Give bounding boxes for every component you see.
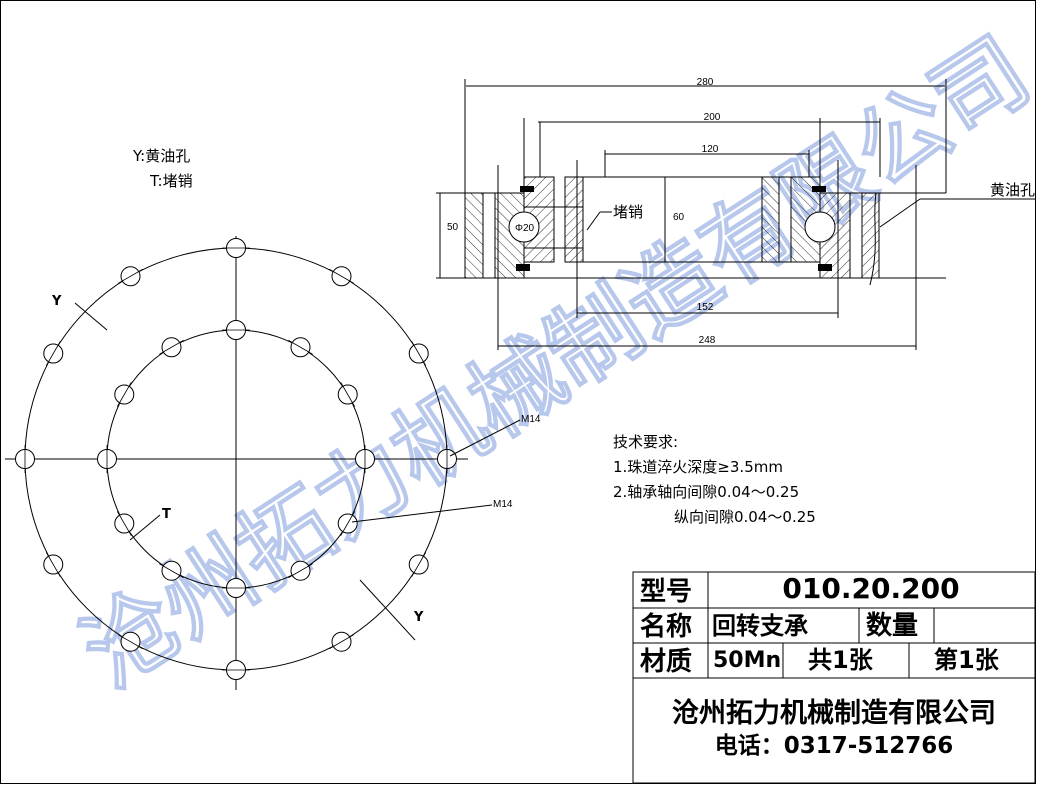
model-label: 型号: [640, 577, 692, 607]
tech-line: 纵向间隙0.04～0.25: [674, 508, 816, 526]
dim-120: 120: [702, 144, 719, 155]
ball-right: [804, 211, 836, 243]
t-leader-line: [129, 514, 161, 541]
hole-center-mark: [340, 382, 356, 407]
quantity-label: 数量: [866, 611, 918, 641]
company-phone: 电话：0317-512766: [715, 733, 954, 759]
hole-center-mark: [159, 563, 184, 579]
section-view: 280 200 120 152 248 50 60 Φ20: [436, 77, 1036, 350]
ball-diameter: Φ20: [515, 223, 535, 234]
dim-248: 248: [699, 335, 716, 346]
legend-grease-hole: Y:黄油孔: [132, 147, 190, 165]
hole-center-mark: [159, 339, 184, 355]
hole-center-mark: [118, 268, 143, 284]
material-value: 50Mn: [713, 648, 781, 673]
hole-center-mark: [288, 563, 313, 579]
sheet-number: 第1张: [934, 646, 1000, 674]
legend-plug: T:堵销: [149, 172, 193, 190]
hole-center-mark: [116, 511, 132, 536]
thread-label: M14: [493, 499, 513, 510]
label-t: T: [162, 507, 171, 522]
plan-view: Y T Y M14 M14: [5, 236, 541, 690]
hole-center-mark: [329, 634, 354, 650]
label-y: Y: [51, 294, 62, 309]
thread-label: M14: [521, 414, 541, 425]
plug-label: 堵销: [613, 203, 643, 221]
technical-requirements: 技术要求: 1.珠道淬火深度≥3.5mm 2.轴承轴向间隙0.04～0.25 纵…: [613, 433, 816, 526]
dim-280: 280: [697, 77, 714, 88]
title-block: 型号 010.20.200 名称 回转支承 数量 材质 50Mn 共1张 第1张…: [632, 571, 1036, 784]
name-value: 回转支承: [712, 612, 808, 640]
tech-title: 技术要求:: [613, 433, 678, 451]
name-label: 名称: [640, 611, 692, 642]
hole-center-mark: [118, 634, 143, 650]
dim-60: 60: [673, 212, 685, 223]
hole-center-mark: [45, 552, 61, 577]
y-leader-line: [74, 302, 108, 331]
hole-center-mark: [288, 339, 313, 355]
tech-line: 1.珠道淬火深度≥3.5mm: [613, 458, 783, 476]
hole-center-mark: [329, 268, 354, 284]
m14-leader-outer: [449, 419, 521, 457]
dim-50: 50: [447, 222, 459, 233]
hole-center-mark: [411, 552, 427, 577]
grease-hole-label: 黄油孔: [990, 181, 1035, 199]
material-label: 材质: [640, 647, 692, 677]
m14-leader-inner: [351, 504, 493, 523]
total-sheets: 共1张: [808, 646, 874, 674]
label-y: Y: [413, 610, 424, 625]
hole-center-mark: [411, 341, 427, 366]
company-name: 沧州拓力机械制造有限公司: [672, 697, 996, 729]
y-leader-line: [359, 579, 416, 641]
dim-200: 200: [704, 112, 721, 123]
hole-center-mark: [340, 511, 356, 536]
tech-line: 2.轴承轴向间隙0.04～0.25: [613, 483, 799, 501]
hole-center-mark: [45, 341, 61, 366]
ball-left: [508, 211, 540, 243]
hole-center-mark: [116, 382, 132, 407]
model-value: 010.20.200: [782, 572, 959, 605]
dim-152: 152: [697, 302, 714, 313]
